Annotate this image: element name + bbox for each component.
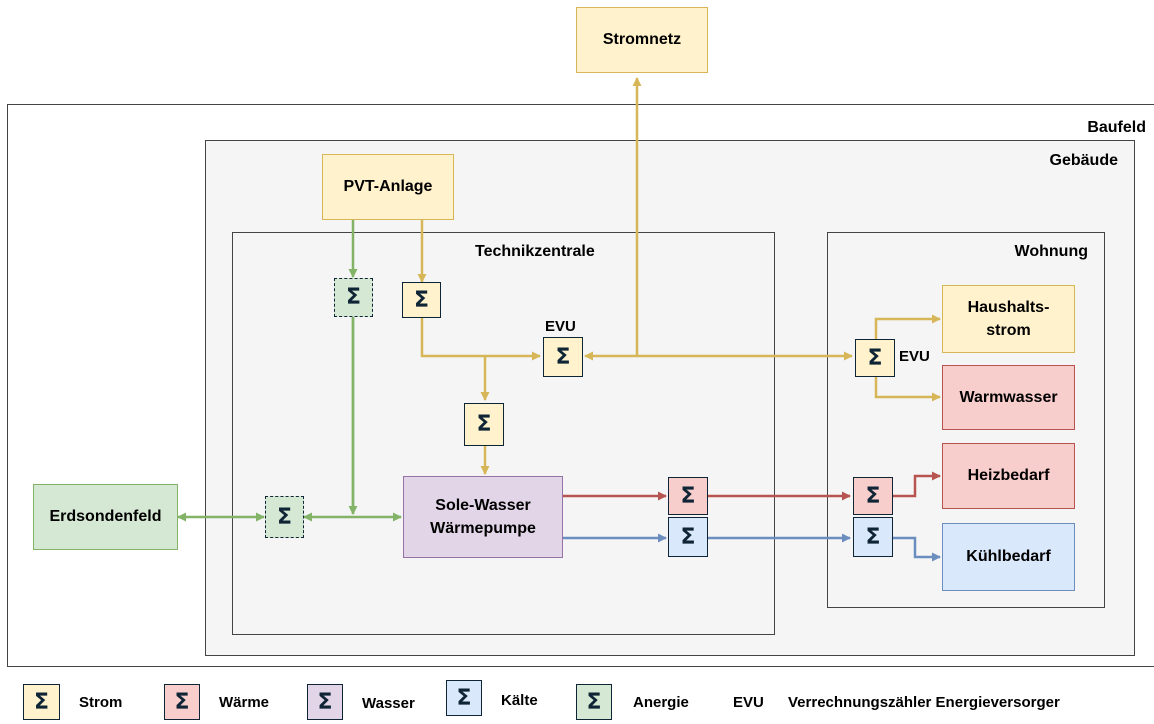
gebaeude-label: Gebäude: [1049, 152, 1118, 169]
legend-label-waerme: Wärme: [219, 694, 270, 711]
legend-swatch-waerme: Σ: [164, 684, 200, 720]
meter-kaelte-wohnung: Σ: [853, 517, 893, 557]
legend-label-strom: Strom: [79, 694, 123, 711]
evu-label-wohnung: EVU: [899, 348, 930, 365]
legend-label-anergie: Anergie: [633, 694, 689, 711]
line-to-haushalt: [874, 314, 941, 340]
warmwasser-node: Warmwasser: [942, 365, 1075, 430]
erdsondenfeld-label: Erdsondenfeld: [49, 508, 162, 526]
waermepumpe-label-2: Wärmepumpe: [430, 520, 536, 537]
line-to-warmwasser: [874, 376, 941, 402]
baufeld-label: Baufeld: [1087, 119, 1146, 136]
erdsondenfeld-node: Erdsondenfeld: [33, 484, 178, 550]
legend-label-kaelte: Kälte: [501, 692, 538, 709]
meter-waerme-technik: Σ: [668, 477, 708, 515]
kuehlbedarf-label: Kühlbedarf: [966, 548, 1051, 566]
meter-waerme-wohnung: Σ: [853, 477, 893, 515]
meter-strom-waermepumpe: Σ: [464, 403, 504, 446]
stromnetz-label: Stromnetz: [602, 31, 682, 49]
meter-strom-pvt: Σ: [402, 282, 441, 318]
legend-evu-abbr: EVU: [733, 694, 764, 711]
kuehlbedarf-node: Kühlbedarf: [942, 523, 1075, 591]
haushaltsstrom-label-2: strom: [986, 322, 1031, 339]
legend-swatch-kaelte: Σ: [446, 680, 482, 716]
wohnung-label: Wohnung: [1014, 243, 1088, 260]
haushaltsstrom-label-1: Haushalts-: [967, 298, 1050, 316]
waermepumpe-node: Sole-Wasser Wärmepumpe: [403, 476, 563, 558]
line-to-kuehlbedarf: [893, 536, 941, 562]
heizbedarf-label: Heizbedarf: [967, 467, 1050, 485]
legend-swatch-wasser: Σ: [307, 684, 343, 720]
stromnetz-node: Stromnetz: [576, 7, 708, 73]
waermepumpe-label-1: Sole-Wasser: [435, 496, 531, 514]
pvt-anlage-node: PVT-Anlage: [322, 154, 454, 220]
evu-label-technik: EVU: [545, 318, 576, 335]
legend-label-wasser: Wasser: [362, 695, 415, 712]
pvt-anlage-label: PVT-Anlage: [343, 178, 433, 196]
warmwasser-label: Warmwasser: [959, 388, 1058, 406]
meter-kaelte-technik: Σ: [668, 517, 708, 557]
legend-evu-desc: Verrechnungszähler Energieversorger: [788, 694, 1060, 711]
meter-strom-evu-technik: Σ: [543, 337, 583, 377]
haushaltsstrom-node: Haushalts- strom: [942, 285, 1075, 353]
meter-strom-evu-wohnung: Σ: [855, 339, 895, 377]
line-to-heizbedarf: [893, 471, 941, 498]
technikzentrale-label: Technikzentrale: [475, 243, 595, 260]
meter-anergie-pvt: Σ: [334, 278, 373, 317]
line-meter-to-evu: [420, 318, 541, 361]
meter-anergie-erdsonden: Σ: [265, 496, 304, 538]
heizbedarf-node: Heizbedarf: [942, 443, 1075, 509]
legend-swatch-strom: Σ: [23, 684, 60, 720]
legend-swatch-anergie: Σ: [576, 684, 612, 720]
